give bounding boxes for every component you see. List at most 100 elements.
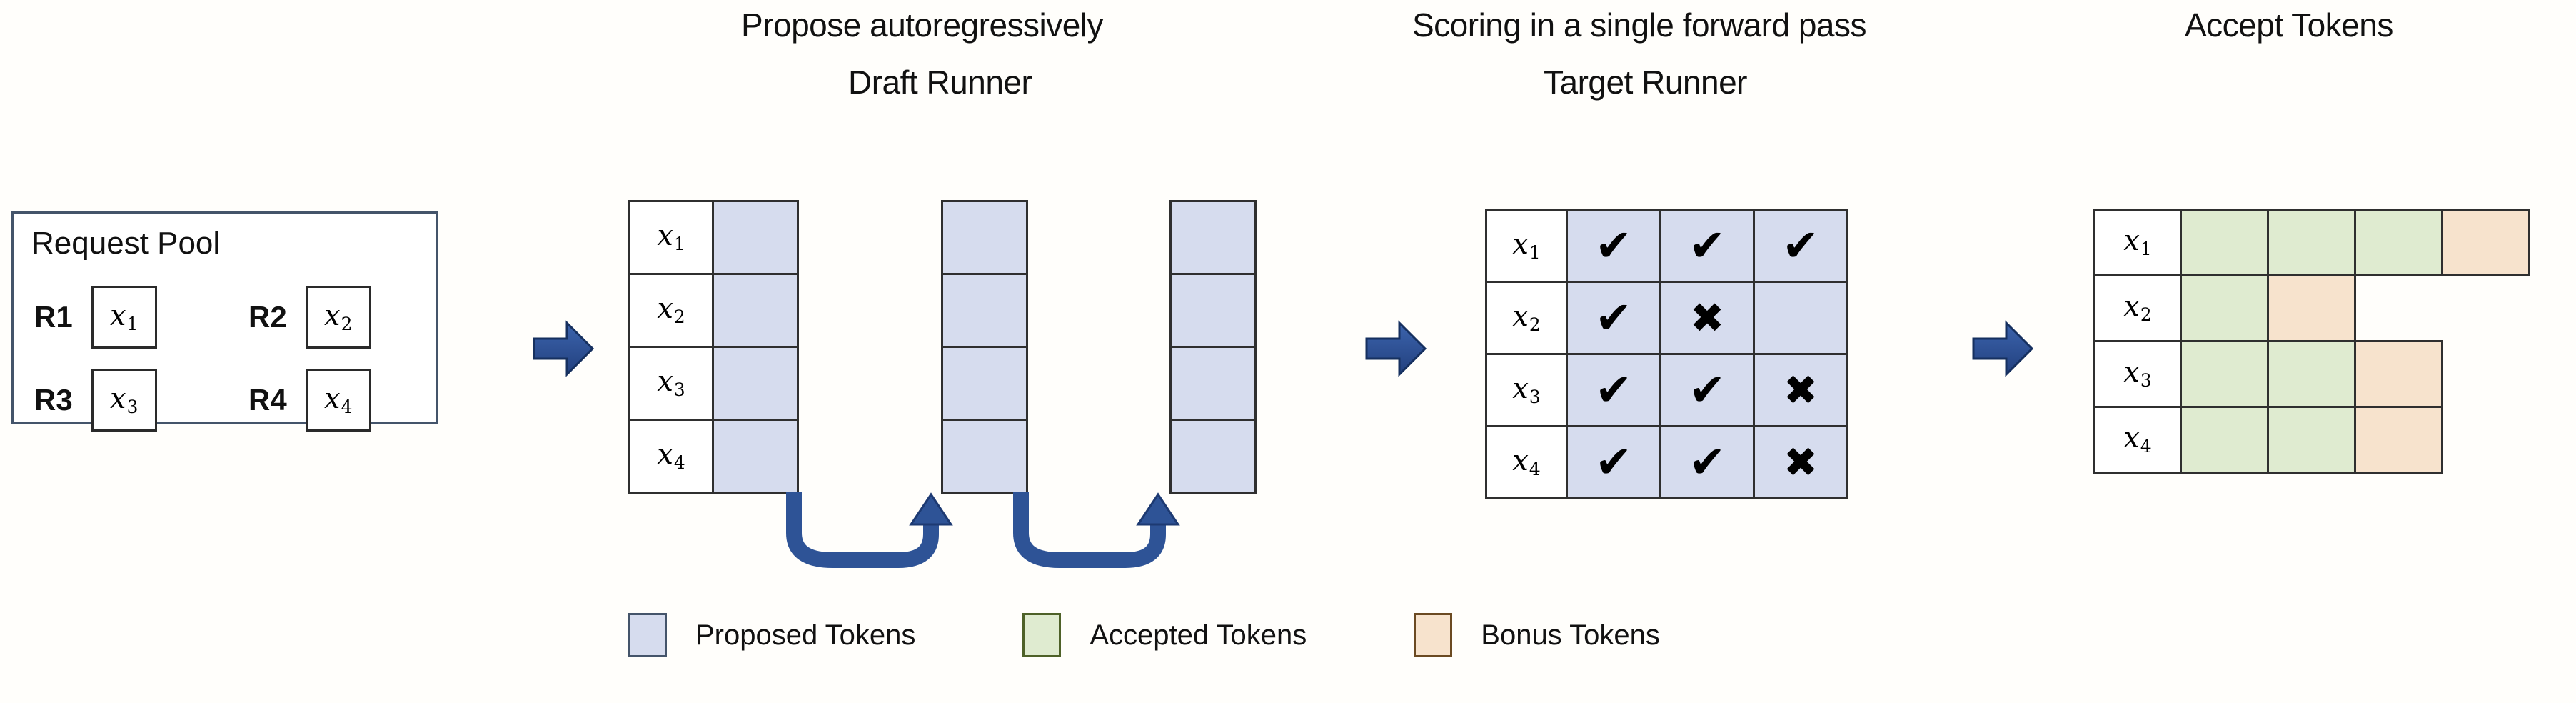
token-label: x4 bbox=[324, 382, 353, 417]
accepted-token-cell[interactable] bbox=[2267, 406, 2356, 474]
accept-check-cell[interactable]: ✔ bbox=[1753, 209, 1848, 283]
draft-runner-step-3 bbox=[1169, 200, 1257, 494]
legend-swatch-orange bbox=[1414, 613, 1453, 657]
table-row bbox=[1169, 346, 1257, 421]
cross-icon: ✖ bbox=[1783, 366, 1818, 414]
accept-check-cell[interactable]: ✔ bbox=[1659, 209, 1755, 283]
table-row bbox=[941, 200, 1028, 275]
reject-cross-cell[interactable]: ✖ bbox=[1753, 353, 1848, 427]
proposed-token-cell[interactable] bbox=[941, 200, 1028, 275]
row-label-cell: x3 bbox=[1485, 353, 1568, 427]
token-label: x1 bbox=[1512, 227, 1541, 263]
reject-cross-cell[interactable]: ✖ bbox=[1753, 425, 1848, 499]
bonus-token-cell[interactable] bbox=[2441, 209, 2530, 276]
proposed-token-cell[interactable] bbox=[712, 273, 799, 348]
accept-check-cell[interactable]: ✔ bbox=[1566, 425, 1661, 499]
bonus-token-cell[interactable] bbox=[2354, 340, 2443, 408]
request-item-r1[interactable]: R1 x1 bbox=[34, 286, 157, 349]
table-row bbox=[1169, 200, 1257, 275]
accept-check-cell[interactable]: ✔ bbox=[1566, 353, 1661, 427]
row-label-cell: x3 bbox=[2093, 340, 2182, 408]
check-icon: ✔ bbox=[1782, 219, 1819, 271]
legend-label: Bonus Tokens bbox=[1481, 619, 1660, 651]
token-label: x3 bbox=[1512, 372, 1541, 407]
row-label-cell: x4 bbox=[2093, 406, 2182, 474]
table-row: x1✔✔✔ bbox=[1485, 209, 1848, 283]
proposed-token-cell[interactable] bbox=[941, 419, 1028, 494]
cross-icon: ✖ bbox=[1689, 294, 1725, 342]
proposed-token-cell[interactable] bbox=[1169, 419, 1257, 494]
accepted-token-cell[interactable] bbox=[2180, 209, 2269, 276]
token-label: x3 bbox=[2123, 356, 2152, 392]
proposed-token-cell[interactable] bbox=[1169, 200, 1257, 275]
proposed-token-cell[interactable] bbox=[941, 346, 1028, 421]
autoregressive-loop-arrow-1 bbox=[778, 492, 964, 581]
row-label-cell: x2 bbox=[2093, 274, 2182, 342]
bonus-token-cell[interactable] bbox=[2267, 274, 2356, 342]
accepted-token-cell[interactable] bbox=[2180, 274, 2269, 342]
heading-draft-runner: Draft Runner bbox=[848, 64, 1032, 101]
row-label-cell: x2 bbox=[628, 273, 714, 348]
legend-label: Accepted Tokens bbox=[1090, 619, 1307, 651]
proposed-token-cell[interactable] bbox=[1169, 346, 1257, 421]
request-id-label: R3 bbox=[34, 383, 73, 417]
request-token-box: x2 bbox=[305, 286, 371, 349]
token-label: x4 bbox=[1512, 444, 1541, 479]
accepted-token-cell[interactable] bbox=[2180, 340, 2269, 408]
legend-swatch-blue bbox=[628, 613, 667, 657]
accepted-token-cell[interactable] bbox=[2180, 406, 2269, 474]
row-label-cell: x1 bbox=[1485, 209, 1568, 283]
token-label: x4 bbox=[2123, 422, 2152, 457]
accepted-token-cell[interactable] bbox=[2267, 209, 2356, 276]
table-row bbox=[1169, 419, 1257, 494]
token-label: x4 bbox=[657, 438, 685, 474]
draft-runner-step-2 bbox=[941, 200, 1028, 494]
token-label: x3 bbox=[110, 382, 139, 417]
proposed-token-cell[interactable] bbox=[941, 273, 1028, 348]
heading-scoring: Scoring in a single forward pass bbox=[1412, 6, 1867, 44]
token-label: x2 bbox=[2123, 290, 2152, 326]
accept-check-cell[interactable]: ✔ bbox=[1659, 425, 1755, 499]
proposed-token-cell[interactable] bbox=[712, 200, 799, 275]
autoregressive-loop-arrow-2 bbox=[1005, 492, 1191, 581]
table-row: x3 ✔✔ ✖ bbox=[1485, 353, 1848, 427]
row-label-cell: x4 bbox=[628, 419, 714, 494]
table-row: x3 bbox=[2093, 340, 2528, 408]
table-row: x1 bbox=[2093, 209, 2530, 276]
request-id-label: R1 bbox=[34, 300, 73, 334]
table-row: x3 bbox=[628, 346, 799, 421]
row-label-cell: x3 bbox=[628, 346, 714, 421]
flow-arrow-3 bbox=[1972, 320, 2034, 381]
token-label: x3 bbox=[657, 365, 685, 401]
accept-check-cell[interactable]: ✔ bbox=[1659, 353, 1755, 427]
table-row: x1 bbox=[628, 200, 799, 275]
accepted-token-cell[interactable] bbox=[2354, 209, 2443, 276]
accept-check-cell[interactable]: ✔ bbox=[1566, 281, 1661, 355]
accepted-token-cell[interactable] bbox=[2267, 340, 2356, 408]
heading-target-runner: Target Runner bbox=[1544, 64, 1748, 101]
proposed-token-cell[interactable] bbox=[1169, 273, 1257, 348]
request-pool-title: Request Pool bbox=[31, 226, 221, 261]
proposed-token-cell[interactable] bbox=[712, 419, 799, 494]
check-icon: ✔ bbox=[1595, 291, 1632, 344]
empty-score-cell[interactable] bbox=[1753, 281, 1848, 355]
request-item-r2[interactable]: R2 x2 bbox=[248, 286, 371, 349]
reject-cross-cell[interactable]: ✖ bbox=[1659, 281, 1755, 355]
row-label-cell: x4 bbox=[1485, 425, 1568, 499]
token-label: x1 bbox=[657, 219, 685, 255]
table-row: x4 bbox=[628, 419, 799, 494]
request-id-label: R2 bbox=[248, 300, 287, 334]
table-row: x4 bbox=[2093, 406, 2528, 474]
request-item-r3[interactable]: R3 x3 bbox=[34, 369, 157, 432]
request-token-box: x1 bbox=[91, 286, 157, 349]
target-runner-grid: x1✔✔✔x2✔✖x3✔✔✖x4✔✔✖ bbox=[1485, 209, 1848, 499]
table-row bbox=[941, 346, 1028, 421]
bonus-token-cell[interactable] bbox=[2354, 406, 2443, 474]
accept-check-cell[interactable]: ✔ bbox=[1566, 209, 1661, 283]
proposed-token-cell[interactable] bbox=[712, 346, 799, 421]
table-row: x2 ✔ ✖ bbox=[1485, 281, 1848, 355]
row-label-cell: x2 bbox=[1485, 281, 1568, 355]
